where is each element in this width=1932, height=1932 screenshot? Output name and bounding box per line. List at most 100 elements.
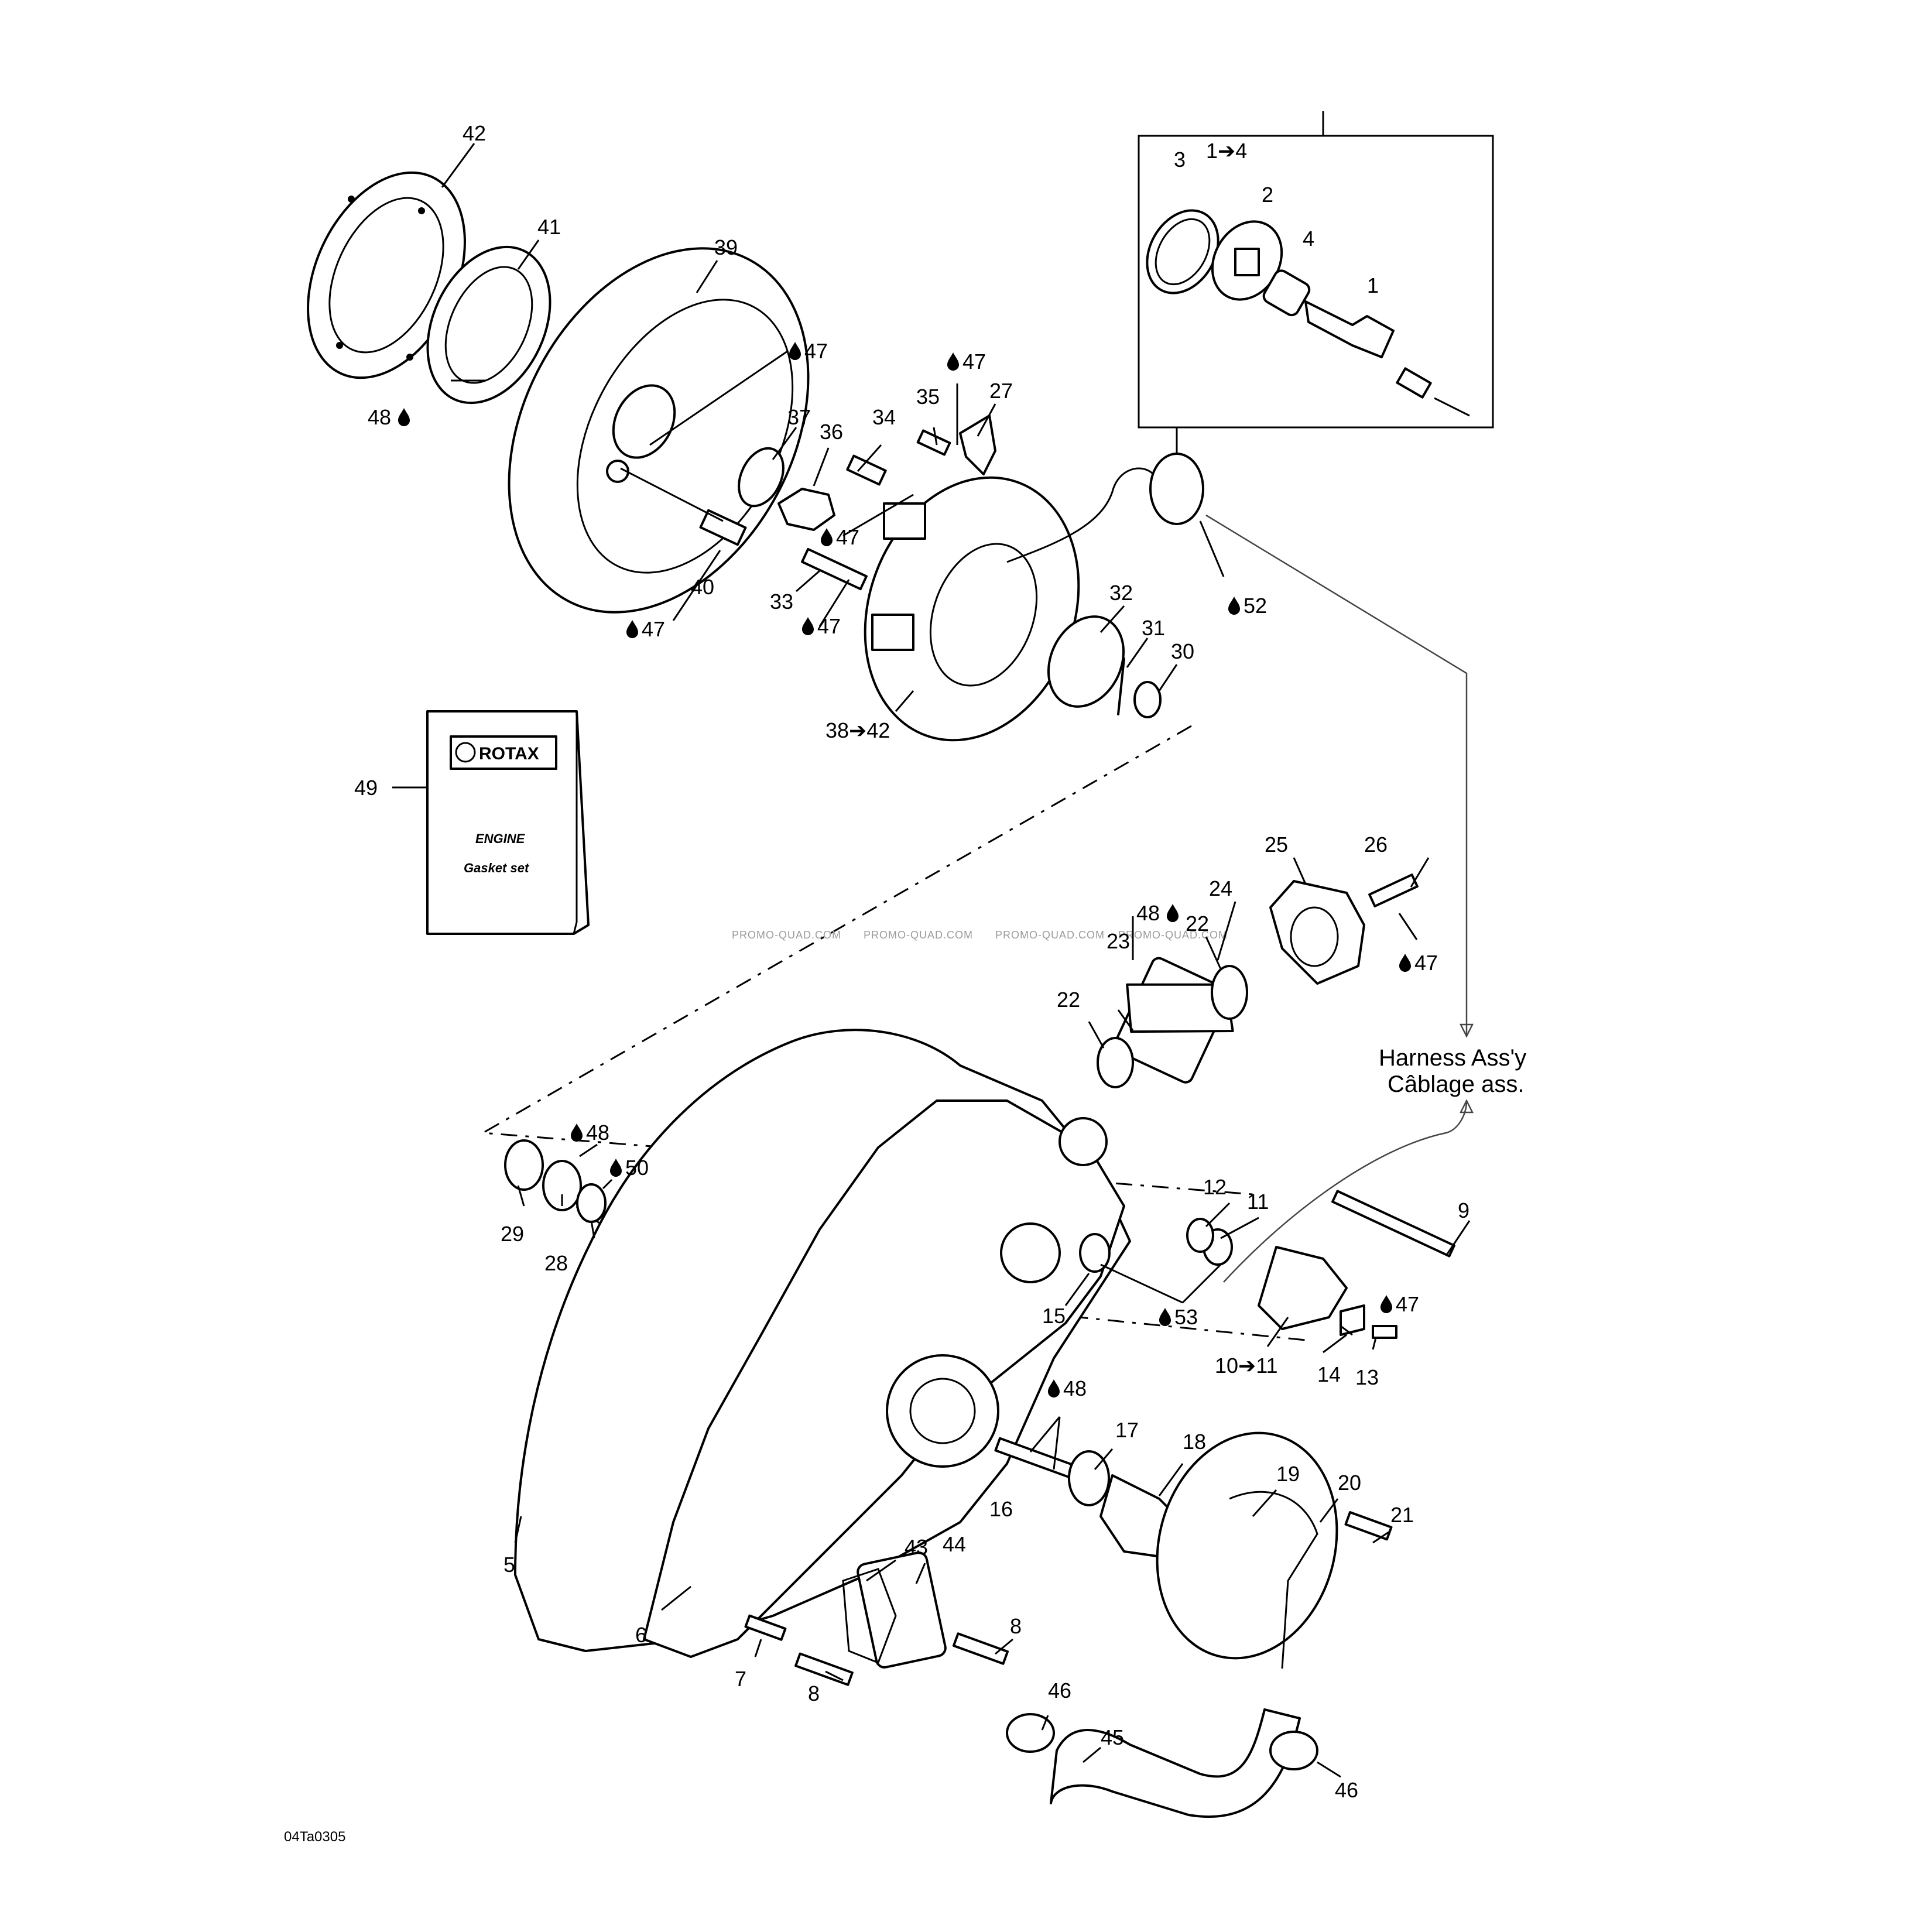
diagram-code: 04Ta0305 [284,1829,345,1845]
droplet-icon [947,352,959,371]
label-11: 11 [1247,1190,1269,1214]
lube-47-a: 47 [789,339,828,363]
gasket-part-43 [842,1568,897,1664]
label-26: 26 [1364,833,1388,857]
screw-part-33 [801,547,868,591]
label-27: 27 [989,379,1013,403]
bolt-part-8-a [952,1632,1009,1665]
sensor-part-1 [1304,300,1395,358]
seal-part-15 [1079,1233,1111,1273]
label-21: 21 [1390,1503,1414,1527]
label-8-b: 8 [808,1681,820,1705]
label-25: 25 [1265,833,1288,857]
shaft-part-23 [1126,983,1234,1033]
label-10-11: 10➔11 [1215,1354,1278,1378]
droplet-icon [1167,904,1179,922]
label-8-a: 8 [1010,1614,1022,1638]
label-42: 42 [463,121,486,145]
droplet-icon [1159,1308,1171,1326]
cover-bore [886,1354,999,1468]
label-17: 17 [1115,1418,1139,1442]
lube-48-b: 48 [1136,901,1179,925]
pump-cover-part-19 [1156,1431,1338,1660]
nut-part-36 [777,488,835,531]
droplet-icon [610,1159,622,1177]
label-7: 7 [735,1667,746,1691]
label-23: 23 [1107,929,1130,953]
label-37: 37 [787,405,811,429]
label-46-b: 46 [1335,1778,1358,1802]
o-ring-part-3 [1146,209,1220,294]
label-32: 32 [1109,581,1133,605]
harness-curve [1223,1100,1468,1283]
label-range-1-4: 1➔4 [1206,139,1247,163]
label-28: 28 [544,1251,568,1275]
lube-47-f: 47 [1399,951,1438,975]
label-18: 18 [1183,1430,1206,1454]
svg-text:47: 47 [1396,1292,1419,1316]
screw-part-34 [846,454,887,486]
bolt-part-8-b [794,1652,854,1686]
label-43: 43 [905,1535,928,1559]
svg-text:48: 48 [368,405,391,429]
label-40: 40 [691,575,714,599]
stator-coil-top [883,502,926,540]
label-4: 4 [1303,227,1314,251]
part-labels: 3 2 4 1 42 41 39 37 36 34 35 27 40 33 32… [284,121,1526,1845]
droplet-icon [802,617,814,635]
label-41: 41 [537,215,561,239]
screw-part-35 [916,429,951,456]
lube-47-g: 47 [1381,1292,1419,1316]
label-36: 36 [820,420,843,444]
bolt-part-40 [699,509,747,546]
pin-part-31 [1117,657,1125,715]
svg-text:PROMO-QUAD.COM: PROMO-QUAD.COM [864,929,973,941]
label-46-a: 46 [1048,1678,1071,1703]
clamp-part-46-b [1269,1731,1318,1770]
droplet-icon [398,408,410,426]
label-49: 49 [354,776,378,800]
svg-text:47: 47 [804,339,828,363]
clamp-part-46-a [1006,1713,1055,1753]
bearing-part-29-b [542,1160,582,1211]
label-30: 30 [1171,639,1194,663]
magneto-leaders [392,143,1474,1038]
label-16: 16 [989,1497,1013,1521]
svg-text:48: 48 [586,1121,609,1145]
brand-text: ROTAX [479,744,539,763]
label-3: 3 [1174,148,1186,172]
seal-part-22-b [1097,1037,1134,1088]
crankcase-cover [514,1029,1131,1658]
cover-part-25 [1269,880,1365,985]
cover-boss [1000,1222,1061,1283]
washer-part-37 [738,447,785,508]
svg-text:50: 50 [625,1156,649,1180]
label-39: 39 [714,235,738,259]
bearings [504,1139,607,1223]
label-9: 9 [1458,1198,1469,1222]
label-33: 33 [770,590,793,614]
inset-frame [1138,135,1494,429]
svg-text:PROMO-QUAD.COM: PROMO-QUAD.COM [732,929,841,941]
label-5: 5 [503,1553,515,1577]
magneto-assembly [307,171,1204,742]
svg-text:48: 48 [1063,1376,1087,1400]
droplet-icon [821,528,833,546]
harness-label-line-1: Harness Ass'y [1379,1045,1526,1071]
svg-text:PROMO-QUAD.COM: PROMO-QUAD.COM [1118,929,1228,941]
droplet-icon [571,1123,583,1142]
label-24: 24 [1209,876,1232,900]
label-12: 12 [1203,1175,1227,1199]
label-31: 31 [1142,616,1165,640]
label-38-42: 38➔42 [825,718,890,742]
rotax-badge [450,735,557,770]
lube-50: 50 [610,1156,649,1180]
stator-coil-left [871,614,914,651]
lube-48-a: 48 [368,405,410,429]
lube-48-c: 48 [571,1121,609,1145]
cover-boss-2 [1059,1117,1108,1166]
water-pump-right-parts [1079,1190,1455,1339]
bracket-part-14 [1340,1304,1365,1336]
label-44: 44 [943,1532,966,1556]
